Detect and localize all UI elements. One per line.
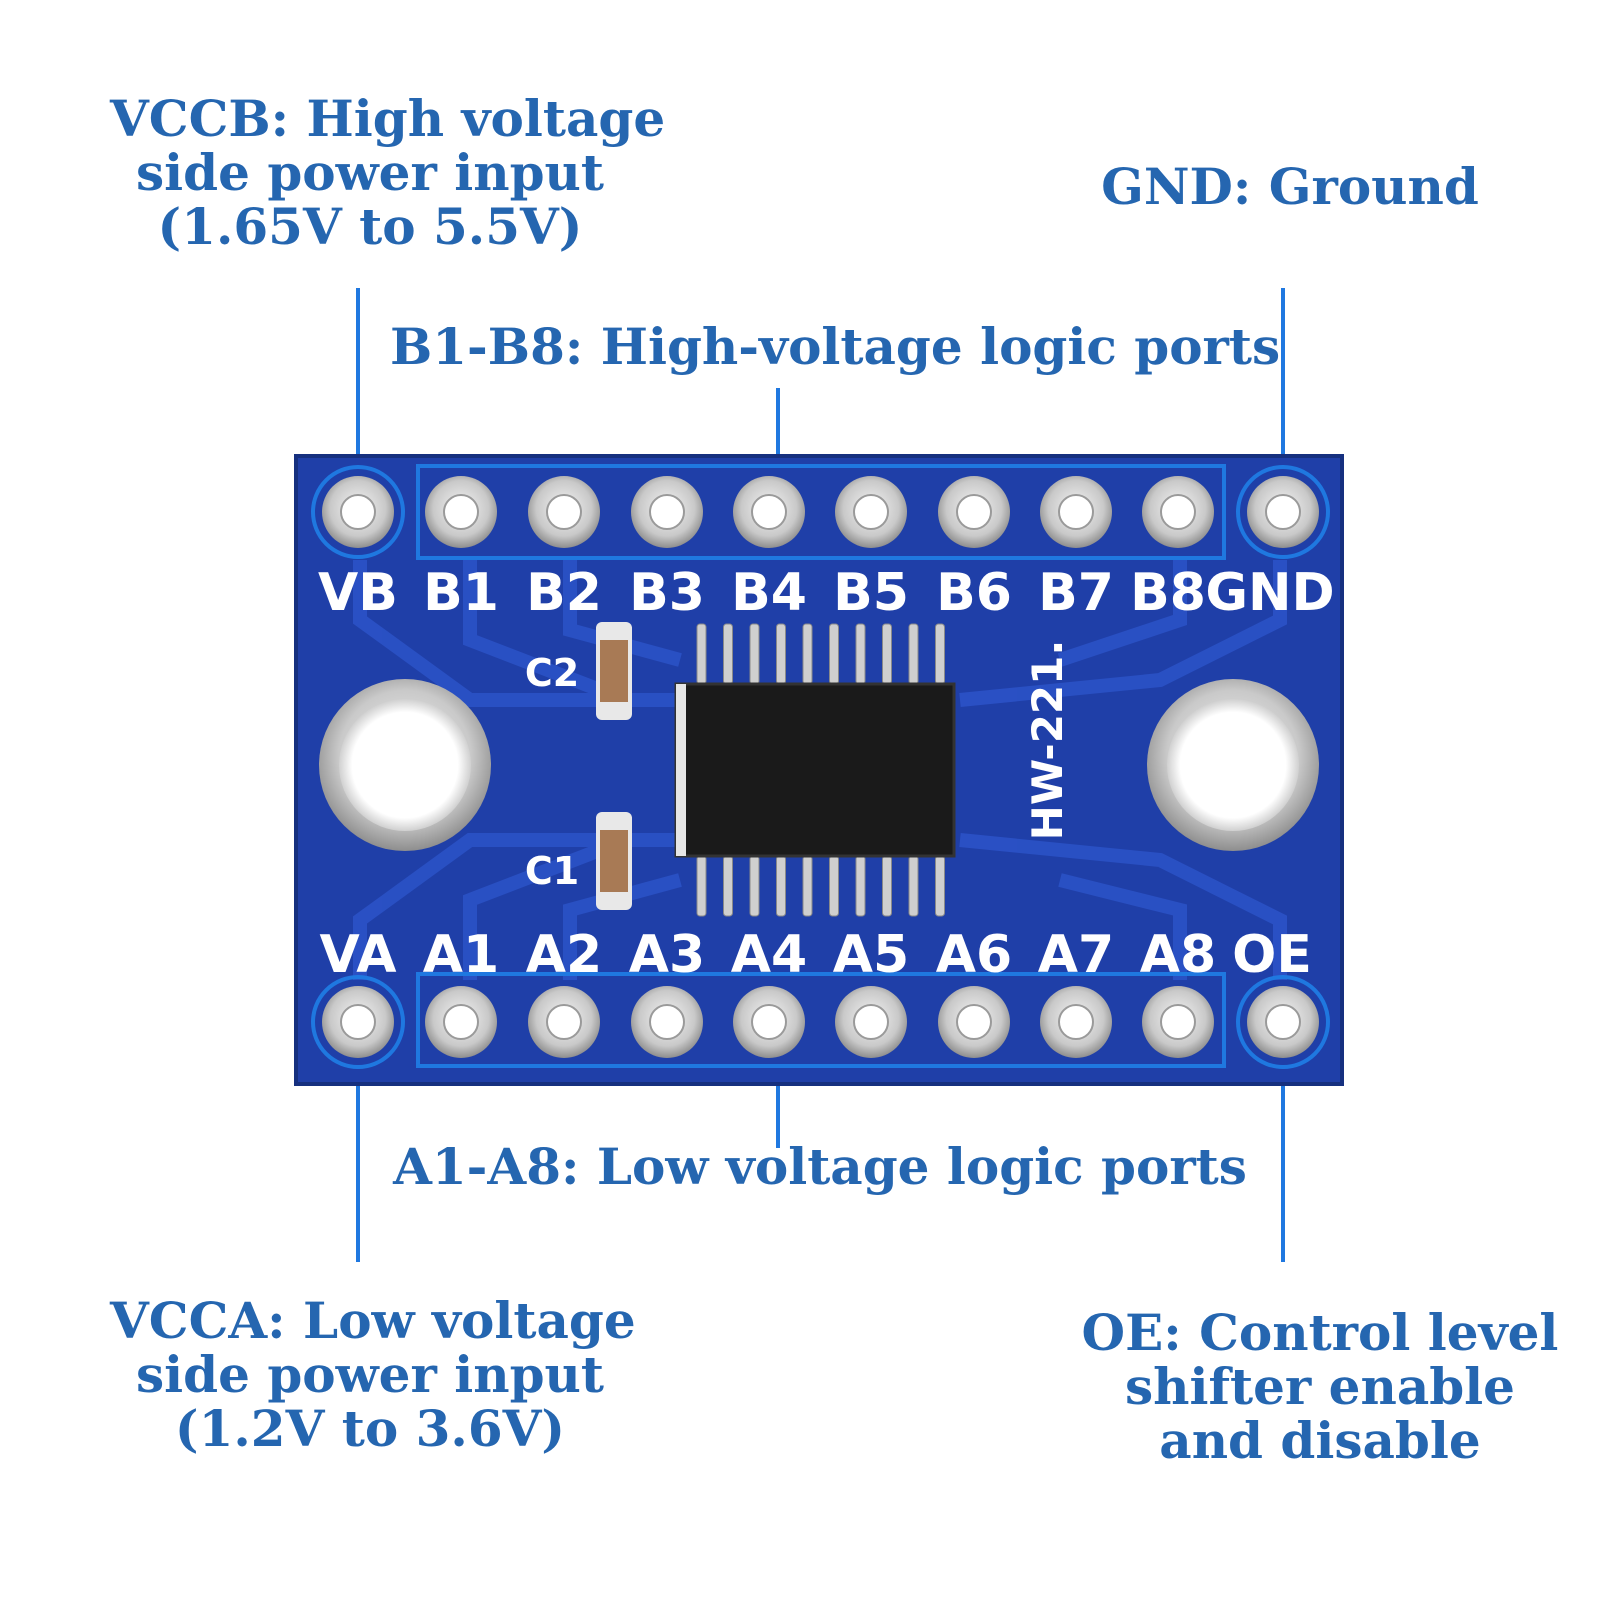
chip-leg [855, 855, 866, 917]
bottom-pin-label: A8 [1140, 925, 1216, 985]
bottom-pin-label: A3 [629, 925, 705, 985]
pcb-traces [353, 560, 1287, 980]
board-model-label: HW-221. [1023, 640, 1072, 841]
bottom-pin-label: A1 [423, 925, 499, 985]
b-ports-line-1: B1-B8: High-voltage logic ports [390, 317, 1281, 376]
top-pin-label: B7 [1038, 563, 1114, 623]
bottom-pin-label: A6 [936, 925, 1012, 985]
b-ports-callout: B1-B8: High-voltage logic ports [390, 317, 1281, 376]
bottom-pin-label: OE [1232, 925, 1312, 985]
top-pin-pad [322, 476, 394, 548]
top-pin-pad [1247, 476, 1319, 548]
bottom-pin-pad [1247, 986, 1319, 1058]
top-pin-pads [322, 476, 1319, 548]
vcca-line-3: (1.2V to 3.6V) [174, 1399, 566, 1458]
mounting-hole-left [319, 679, 491, 851]
capacitor-label-c2: C2 [525, 651, 579, 695]
vccb-line-2: side power input [136, 143, 604, 202]
chip-leg [776, 855, 786, 917]
top-pin-label: B1 [423, 563, 499, 623]
top-pin-label: B4 [731, 563, 807, 623]
va-pin-highlight [311, 975, 405, 1069]
chip-leg [855, 623, 866, 685]
bottom-pin-pad [322, 986, 394, 1058]
oe-line-3: and disable [1159, 1411, 1481, 1470]
chip-leg [696, 623, 707, 685]
vccb-line-3: (1.65V to 5.5V) [157, 197, 583, 256]
chip-leg [749, 623, 760, 685]
pcb-board-shade [294, 454, 1344, 1086]
top-pin-label: B6 [936, 563, 1012, 623]
oe-callout: OE: Control level shifter enable and dis… [1060, 1306, 1580, 1468]
top-pin-pad [528, 476, 600, 548]
a-ports-highlight [416, 972, 1226, 1068]
gnd-callout: GND: Ground [1100, 160, 1480, 214]
chip-leg [829, 855, 839, 917]
top-pin-pad [938, 476, 1010, 548]
chip-leg [935, 855, 945, 917]
top-pin-label: B2 [526, 563, 602, 623]
chip-leg [908, 623, 919, 685]
bottom-pin-label: A7 [1038, 925, 1114, 985]
vcca-line-1: VCCA: Low voltage [110, 1291, 636, 1350]
chip-leg [749, 855, 760, 917]
bottom-pin-pad [1040, 986, 1112, 1058]
b-ports-highlight [416, 464, 1226, 560]
vcca-callout: VCCA: Low voltage side power input (1.2V… [110, 1291, 636, 1458]
bottom-pin-label: A2 [526, 925, 602, 985]
capacitor-c2 [596, 622, 632, 720]
mounting-hole-right [1147, 679, 1319, 851]
vccb-line-1: VCCB: High voltage [110, 89, 666, 148]
bottom-pin-pad [1142, 986, 1214, 1058]
bottom-pin-pad [528, 986, 600, 1058]
ic-chip [674, 682, 956, 858]
chip-leg [802, 623, 813, 685]
gnd-pin-highlight [1236, 465, 1330, 559]
bottom-pin-labels: VA A1 A2 A3 A4 A5 A6 A7 A8 OE [320, 925, 1312, 985]
chip-leg [935, 623, 945, 685]
chip-leg [696, 855, 707, 917]
chip-leg [723, 623, 733, 685]
oe-line-2: shifter enable [1125, 1357, 1515, 1416]
top-pin-pad [1142, 476, 1214, 548]
bottom-pin-label: A5 [833, 925, 909, 985]
bottom-pin-pad [425, 986, 497, 1058]
chip-leg [829, 623, 839, 685]
bottom-pin-label: VA [320, 925, 397, 985]
vccb-callout: VCCB: High voltage side power input (1.6… [110, 89, 666, 256]
bottom-pin-pad [733, 986, 805, 1058]
top-pin-pad [425, 476, 497, 548]
top-pin-label: B3 [629, 563, 705, 623]
oe-line-1: OE: Control level [1081, 1303, 1559, 1362]
chip-leg [882, 623, 892, 685]
top-pin-label: B5 [833, 563, 909, 623]
top-pin-pad [733, 476, 805, 548]
chip-leg [776, 623, 786, 685]
top-pin-pad [631, 476, 703, 548]
a-ports-callout: A1-A8: Low voltage logic ports [390, 1140, 1250, 1194]
bottom-pin-pads [322, 986, 1319, 1058]
top-pin-label: GND [1205, 563, 1334, 623]
top-pin-pad [1040, 476, 1112, 548]
vcca-line-2: side power input [136, 1345, 604, 1404]
a-ports-line-1: A1-A8: Low voltage logic ports [393, 1137, 1247, 1196]
bottom-pin-pad [938, 986, 1010, 1058]
chip-leg [802, 855, 813, 917]
capacitor-label-c1: C1 [525, 849, 579, 893]
top-pin-label: VB [318, 563, 398, 623]
oe-pin-highlight [1236, 975, 1330, 1069]
chip-leg [908, 855, 919, 917]
top-pin-pad [835, 476, 907, 548]
capacitor-c1 [596, 812, 632, 910]
top-pin-label: B8 [1130, 563, 1206, 623]
vb-pin-highlight [311, 465, 405, 559]
gnd-line-1: GND: Ground [1101, 157, 1479, 216]
bottom-pin-pad [835, 986, 907, 1058]
bottom-pin-pad [631, 986, 703, 1058]
bottom-pin-label: A4 [731, 925, 807, 985]
chip-leg [723, 855, 733, 917]
chip-leg [882, 855, 892, 917]
